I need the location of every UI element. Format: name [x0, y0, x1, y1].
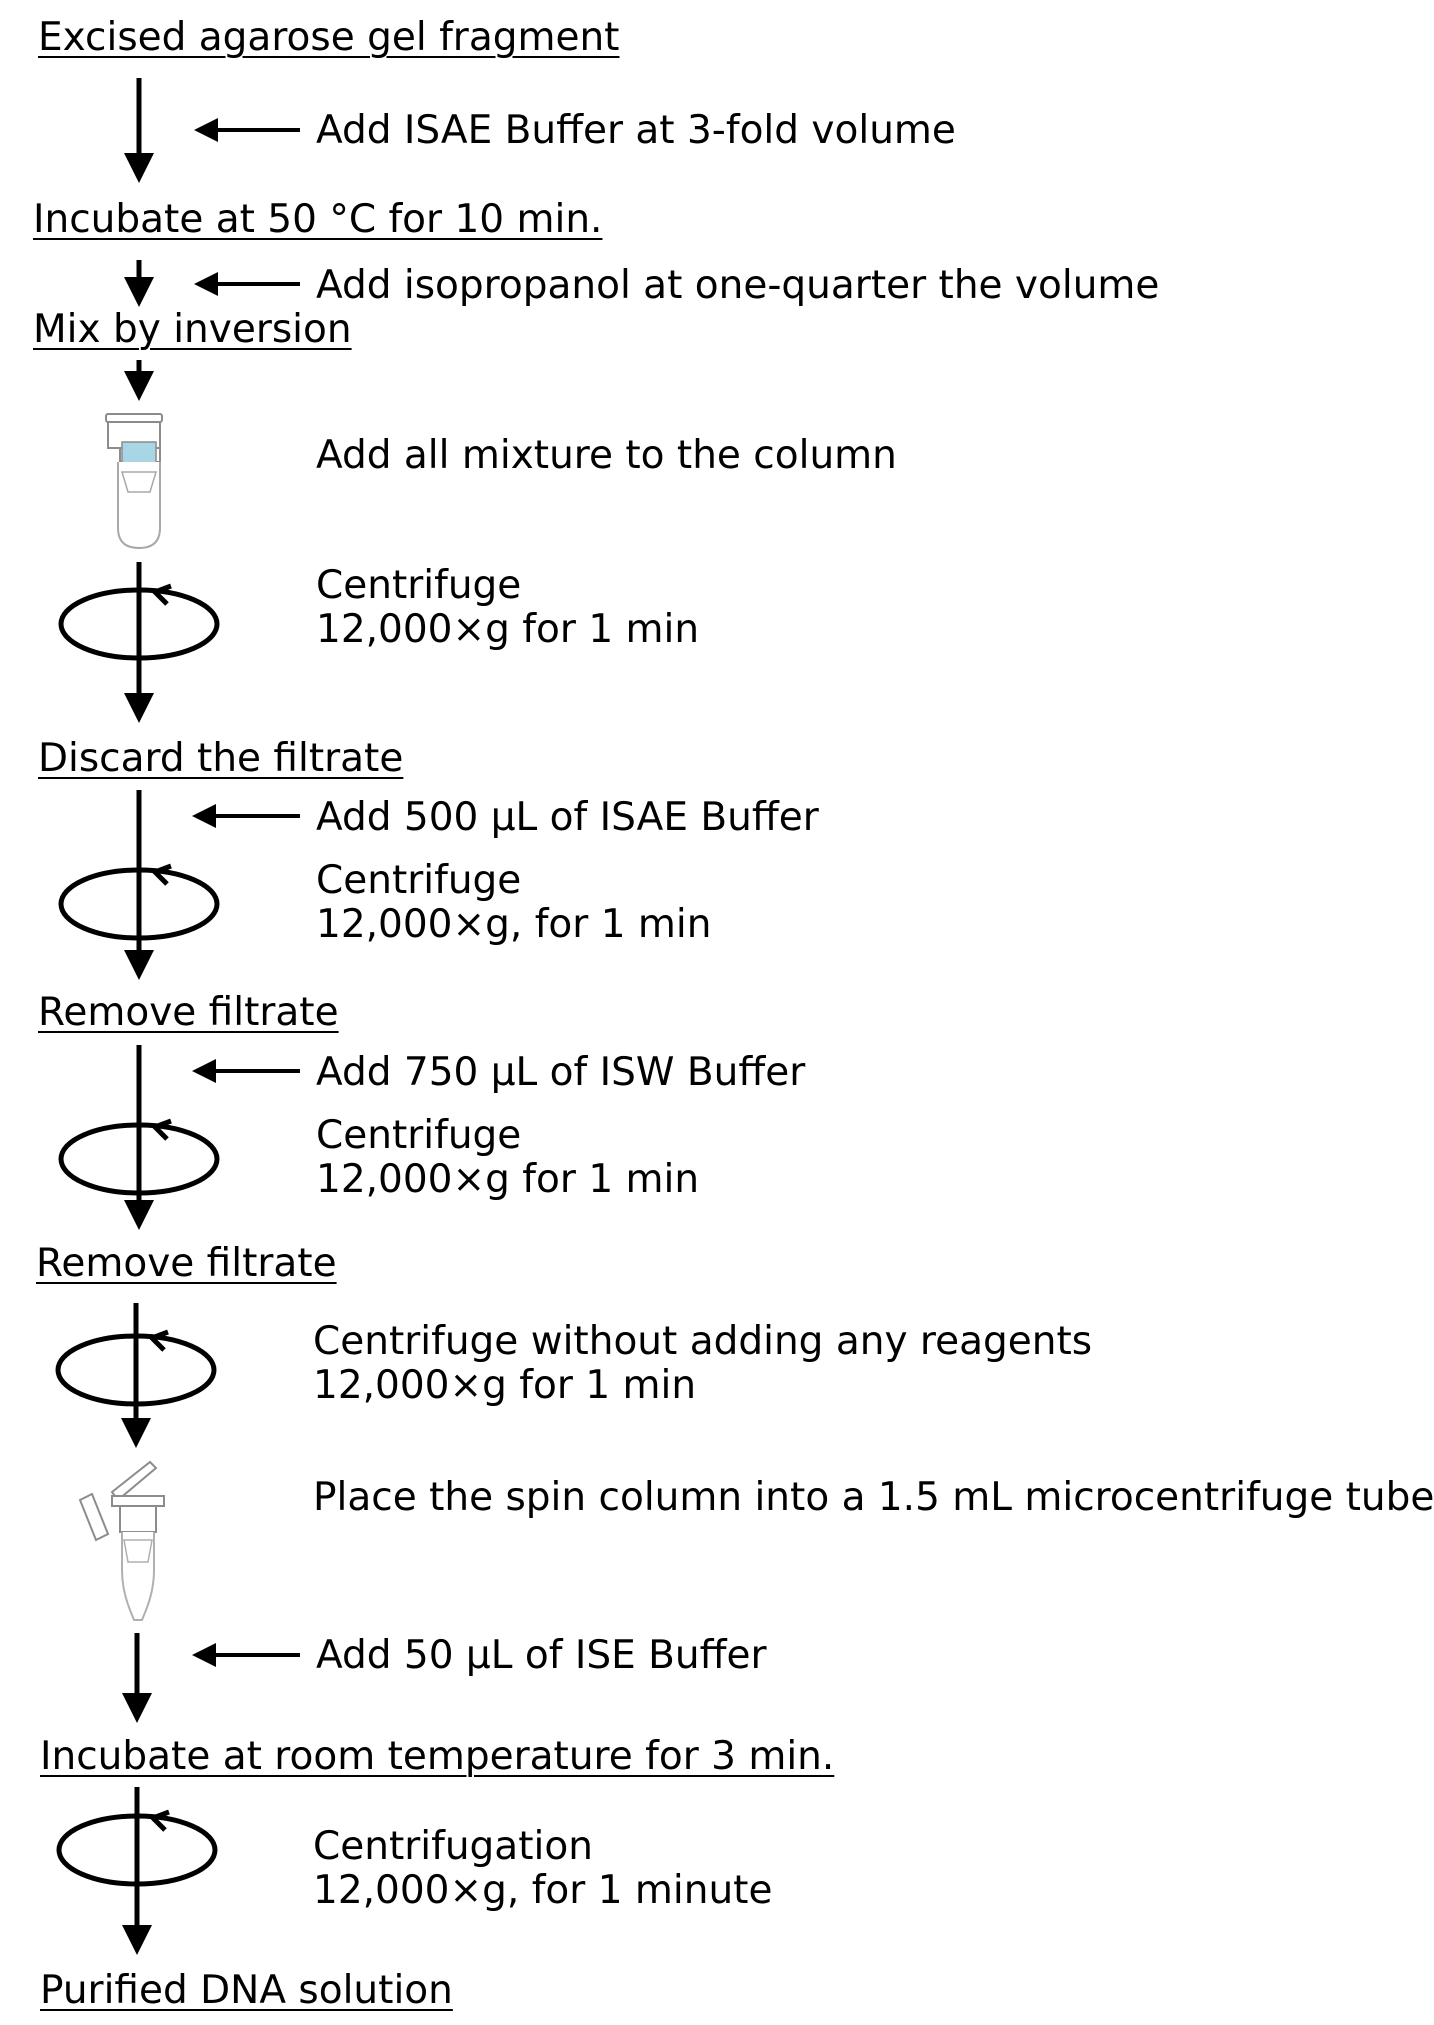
note-centrifuge-4-detail: 12,000×g for 1 min [313, 1363, 697, 1408]
note-centrifuge-2-title: Centrifuge [316, 858, 522, 903]
note-add-750-isw: Add 750 µL of ISW Buffer [316, 1050, 806, 1095]
step-incubate-room-temp: Incubate at room temperature for 3 min. [40, 1734, 835, 1779]
step-purified-dna: Purified DNA solution [40, 1968, 453, 2013]
note-place-column: Place the spin column into a 1.5 mL micr… [313, 1475, 1434, 1520]
note-centrifuge-3-detail: 12,000×g for 1 min [316, 1157, 700, 1202]
note-centrifuge-3-title: Centrifuge [316, 1113, 522, 1158]
step-mix-inversion: Mix by inversion [33, 307, 352, 352]
note-centrifuge-2-detail: 12,000×g, for 1 min [316, 902, 712, 947]
step-remove-filtrate-2: Remove filtrate [36, 1241, 337, 1286]
note-add-isae-3fold: Add ISAE Buffer at 3-fold volume [316, 108, 956, 153]
note-centrifuge-4-title: Centrifuge without adding any reagents [313, 1319, 1093, 1364]
flowchart-graphics [0, 78, 300, 1955]
step-incubate-50c: Incubate at 50 °C for 10 min. [33, 197, 603, 242]
note-centrifuge-1-title: Centrifuge [316, 563, 522, 608]
note-centrifuge-1-detail: 12,000×g for 1 min [316, 607, 700, 652]
step-gel-fragment: Excised agarose gel fragment [38, 15, 620, 60]
spin-column-tube-icon [105, 413, 163, 550]
step-discard-filtrate: Discard the filtrate [38, 736, 404, 781]
step-remove-filtrate-1: Remove filtrate [38, 990, 339, 1035]
note-add-500-isae: Add 500 µL of ISAE Buffer [316, 795, 819, 840]
note-add-mixture-column: Add all mixture to the column [316, 433, 897, 478]
open-collection-tube-icon [78, 1460, 165, 1621]
note-add-50-ise: Add 50 µL of ISE Buffer [316, 1633, 767, 1678]
note-centrifugation-title: Centrifugation [313, 1824, 593, 1869]
note-add-isopropanol: Add isopropanol at one-quarter the volum… [316, 263, 1160, 308]
reagent-arrows [192, 118, 300, 1667]
note-centrifugation-detail: 12,000×g, for 1 minute [313, 1868, 773, 1913]
